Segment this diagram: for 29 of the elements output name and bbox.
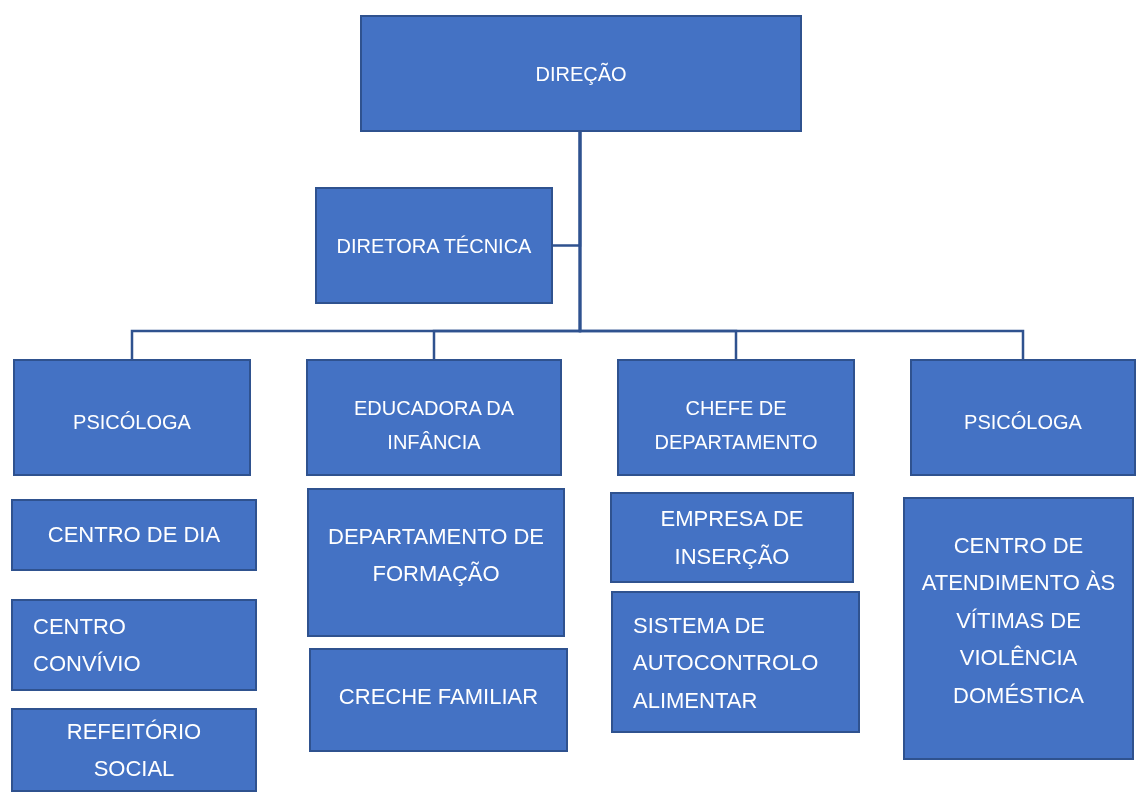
org-box — [11, 499, 257, 571]
org-box — [910, 359, 1136, 476]
box-label: REFEITÓRIO SOCIAL — [65, 717, 203, 783]
connector-line — [578, 132, 1025, 359]
org-box — [617, 359, 855, 476]
box-label: DIRETORA TÉCNICA — [335, 233, 533, 259]
org-box — [11, 599, 257, 691]
box-label: PSICÓLOGA — [963, 410, 1083, 435]
org-box — [610, 492, 854, 583]
org-box — [309, 648, 568, 752]
box-label: CHEFE DE DEPARTAMENTO — [653, 396, 819, 455]
org-box — [307, 488, 565, 637]
box-label: EDUCADORA DA INFÂNCIA — [353, 396, 515, 455]
box-label: CENTRO DE ATENDIMENTO ÀS VÍTIMAS DE VIOLÊNCIA DOMÉSTICA — [920, 532, 1117, 710]
org-box — [903, 497, 1134, 760]
org-box — [11, 708, 257, 792]
org-box — [360, 15, 802, 132]
box-label: DEPARTAMENTO DE FORMAÇÃO — [327, 523, 545, 589]
box-label: CENTRO CONVÍVIO — [33, 612, 142, 678]
box-label: CRECHE FAMILIAR — [337, 683, 540, 711]
org-box — [611, 591, 860, 733]
box-label: EMPRESA DE INSERÇÃO — [659, 505, 805, 571]
org-box — [13, 359, 251, 476]
box-label: DIREÇÃO — [534, 61, 628, 87]
box-label: CENTRO DE DIA — [46, 521, 222, 550]
org-box — [306, 359, 562, 476]
box-label: SISTEMA DE AUTOCONTROLO ALIMENTAR — [633, 612, 820, 715]
org-box — [315, 187, 553, 304]
box-label: PSICÓLOGA — [72, 410, 192, 435]
